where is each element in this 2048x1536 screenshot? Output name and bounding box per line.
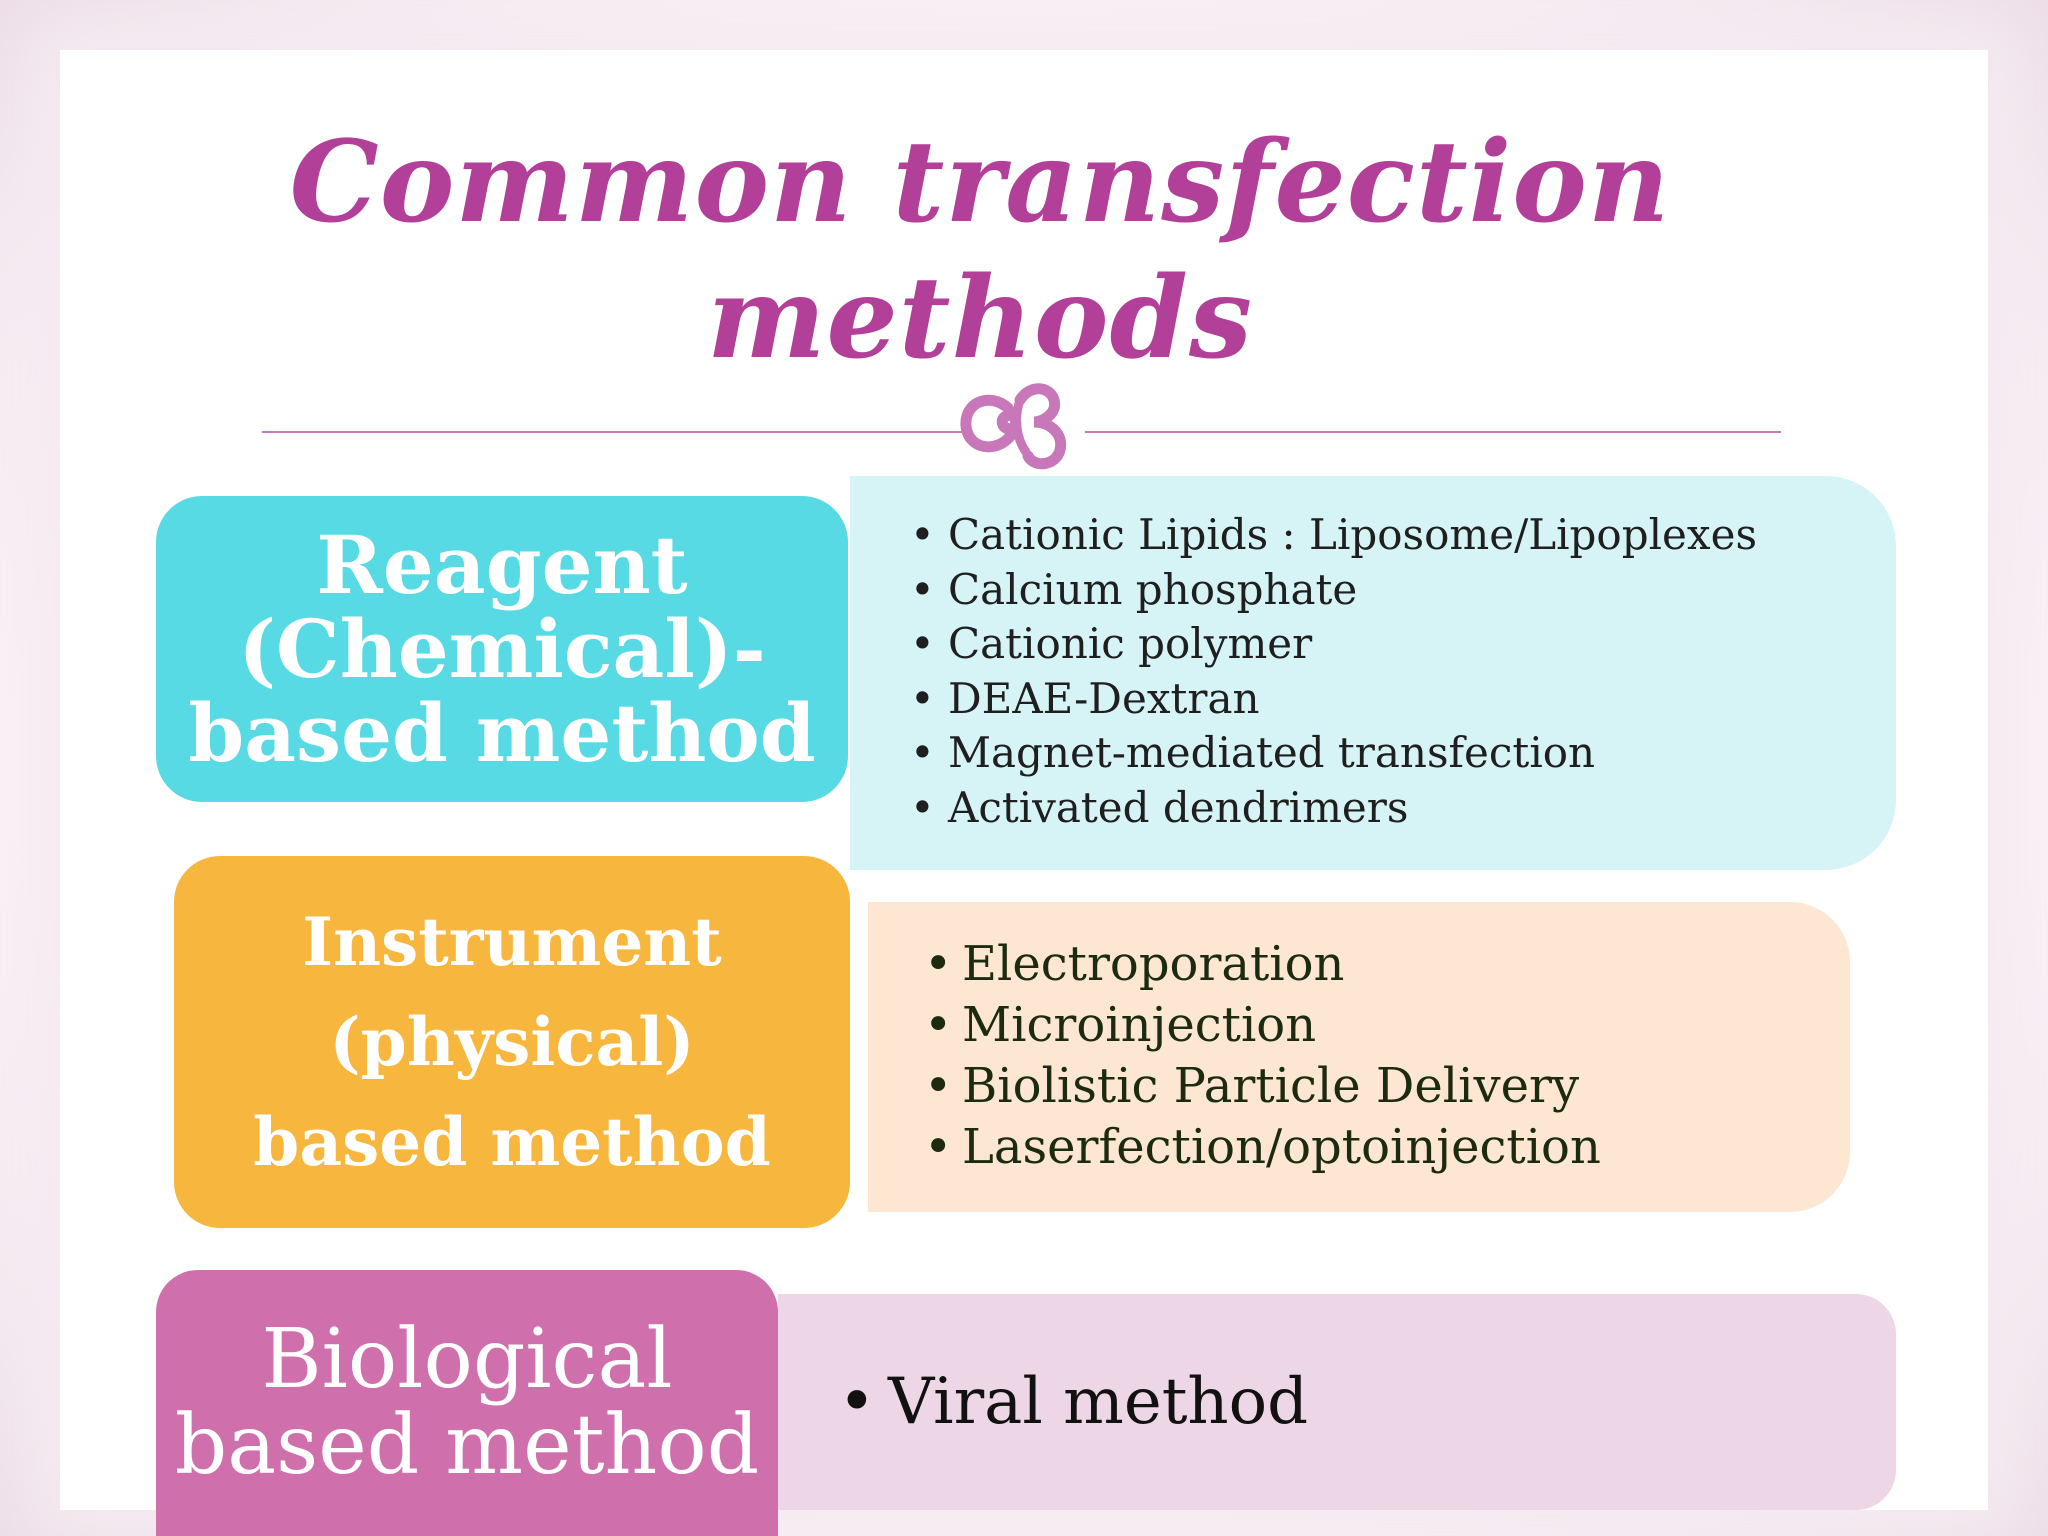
biological-methods-list: Viral method [838,1366,1896,1438]
title-line-1: Common transfection [289,117,1671,248]
title-divider-right [1085,431,1781,433]
biological-method-heading-box: Biological based method [156,1270,778,1536]
biological-methods-panel: Viral method [778,1294,1896,1510]
reagent-methods-panel: Cationic Lipids : Liposome/Lipoplexes Ca… [850,476,1896,870]
instrument-heading-line: based method [253,1103,771,1181]
list-item: Cationic polymer [910,617,1896,672]
list-item: Magnet-mediated transfection [910,726,1896,781]
list-item: Cationic Lipids : Liposome/Lipoplexes [910,508,1896,563]
slide-title: Common transfection methods [160,115,1800,387]
title-divider-left [262,431,962,433]
reagent-method-heading-box: Reagent (Chemical)- based method [156,496,848,802]
list-item: Biolistic Particle Delivery [924,1056,1850,1117]
instrument-methods-panel: Electroporation Microinjection Biolistic… [868,902,1850,1212]
list-item: Laserfection/optoinjection [924,1117,1850,1178]
instrument-method-heading-box: Instrument (physical) based method [174,856,850,1228]
biological-heading-line: based method [174,1398,760,1493]
flourish-icon [960,383,1067,470]
list-item: Activated dendrimers [910,781,1896,836]
reagent-heading-line: based method [188,686,816,780]
instrument-heading-line: (physical) [329,1003,695,1081]
list-item: DEAE-Dextran [910,672,1896,727]
reagent-heading-line: (Chemical)- [238,602,766,696]
title-line-2: methods [707,253,1253,384]
list-item: Electroporation [924,934,1850,995]
reagent-methods-list: Cationic Lipids : Liposome/Lipoplexes Ca… [910,508,1896,835]
instrument-methods-list: Electroporation Microinjection Biolistic… [924,934,1850,1178]
reagent-heading-line: Reagent [316,518,688,612]
instrument-heading-line: Instrument [302,903,722,981]
list-item: Calcium phosphate [910,563,1896,618]
list-item: Microinjection [924,995,1850,1056]
list-item: Viral method [838,1366,1896,1438]
biological-heading-line: Biological [261,1312,673,1407]
